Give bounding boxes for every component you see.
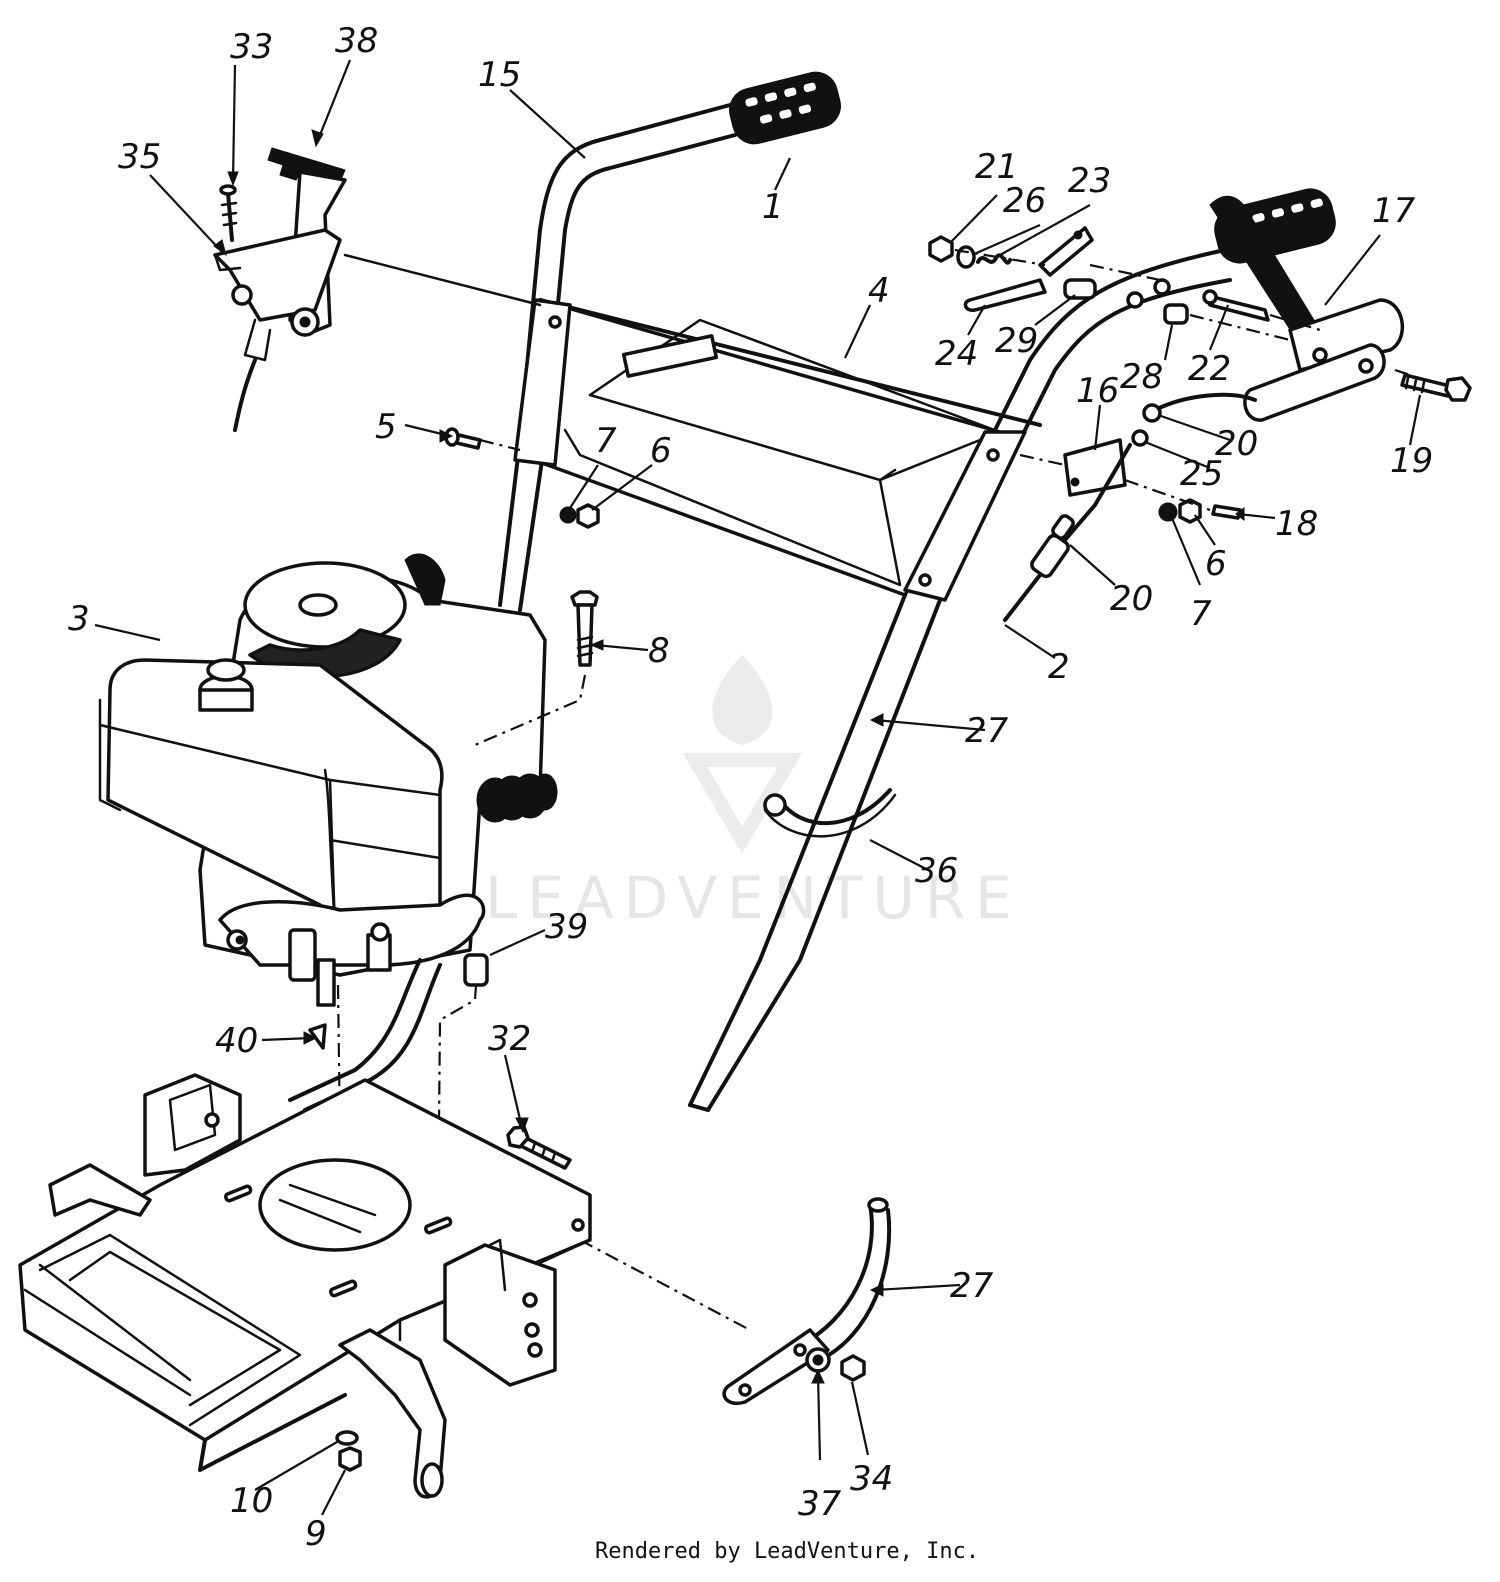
callout-4: 4 [868,271,890,311]
callout-28: 28 [1120,357,1163,397]
leader-lines [94,59,1422,1516]
callout-2: 2 [1048,647,1070,687]
lower-handle-piece-27 [722,1197,892,1406]
credit-text: Rendered by LeadVenture, Inc. [595,1539,979,1564]
callout-15: 15 [478,55,521,95]
callout-24: 24 [935,334,978,374]
spacer-39 [463,953,489,987]
upper-handle-left [498,71,841,612]
bolt-8 [474,590,599,747]
spring-23 [976,253,1012,265]
callout-3: 3 [68,599,90,639]
key-40 [308,1023,327,1050]
callout-23: 23 [1068,161,1111,201]
ferrule-25 [1131,429,1149,447]
callout-39: 39 [545,907,588,947]
callout-16: 16 [1076,371,1119,411]
callout-38: 38 [335,21,378,61]
callout-labels: 33 38 35 15 1 21 26 23 17 4 24 29 28 22 … [68,21,1433,1554]
callout-37: 37 [798,1484,842,1524]
callout-1: 1 [762,187,784,227]
washer-7a [559,506,577,524]
spacer-29 [1063,278,1097,300]
callout-6b: 6 [1205,544,1227,584]
engine-3 [98,553,558,1112]
pin-24 [963,278,1047,312]
callout-18: 18 [1275,504,1318,544]
callout-29: 29 [995,321,1038,361]
throttle-assembly-38 [213,147,542,432]
callout-5: 5 [375,407,397,447]
bushing-28 [1163,303,1189,325]
callout-35: 35 [118,137,161,177]
callout-20b: 20 [1110,579,1153,619]
nut-21 [928,235,954,263]
callout-22: 22 [1188,349,1231,389]
callout-8: 8 [648,631,670,671]
callout-19: 19 [1390,441,1433,481]
frame-deck [18,1073,592,1499]
callout-7a: 7 [595,421,617,461]
lever-bracket [1243,343,1386,422]
callout-26: 26 [1003,181,1046,221]
control-lever-17 [1209,195,1321,346]
callout-20a: 20 [1215,424,1258,464]
hardware-cluster [444,226,1472,622]
callout-21: 21 [975,147,1018,187]
cable-fitting-20 [1030,533,1070,579]
callout-9: 9 [305,1514,327,1554]
callout-32: 32 [488,1019,531,1059]
callout-36: 36 [915,851,958,891]
nut-34 [840,1354,866,1382]
callout-7b: 7 [1190,594,1212,634]
callout-40: 40 [215,1021,258,1061]
callout-33: 33 [230,27,273,67]
callout-17: 17 [1372,191,1416,231]
muffler-spring [476,773,558,823]
watermark-text: LEADVENTURE [485,864,1022,932]
callout-10: 10 [230,1481,273,1521]
callout-27b: 27 [950,1266,994,1306]
control-panel-4 [513,298,1042,602]
callout-6a: 6 [650,431,672,471]
callout-34: 34 [850,1459,893,1499]
watermark-flame-icon [712,655,773,745]
callout-27a: 27 [965,711,1009,751]
grip-1 [729,71,841,145]
washer-7 [1158,502,1178,522]
callout-25: 25 [1180,454,1223,494]
screw-18 [1211,504,1242,520]
lower-handle-27 [688,593,942,1112]
